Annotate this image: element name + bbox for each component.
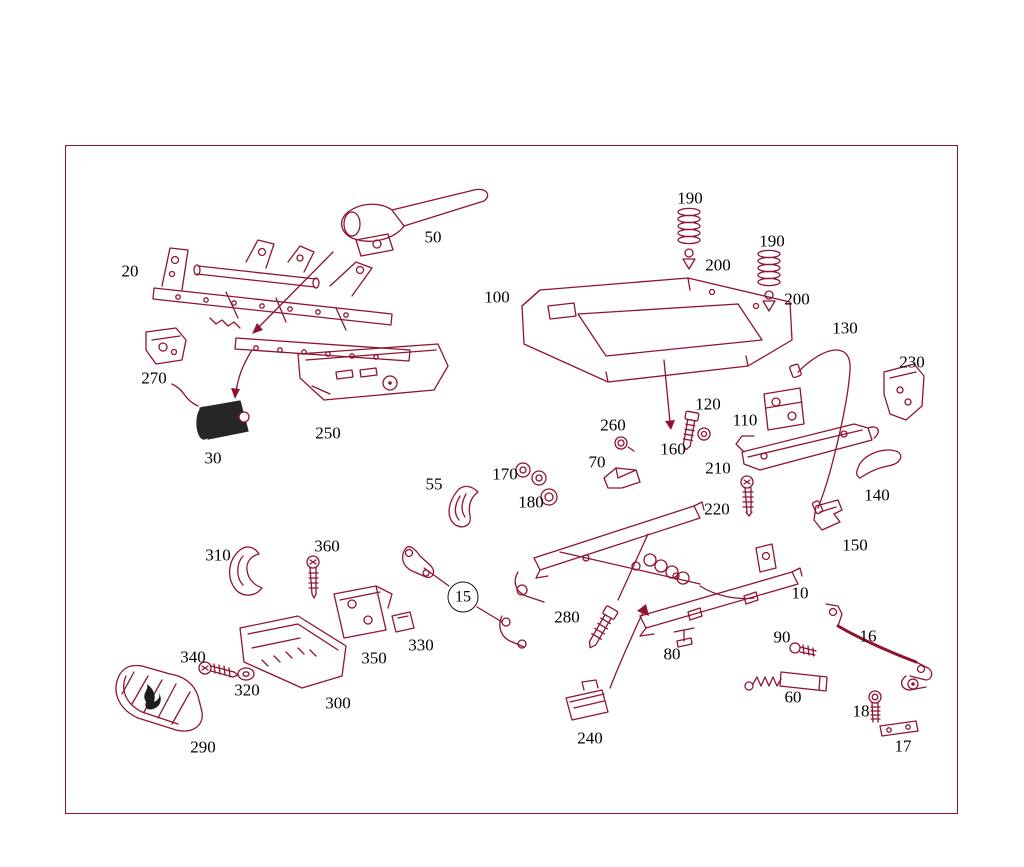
arrow-to-motor: [231, 349, 253, 399]
diagram-border: [65, 145, 958, 814]
part-17-drawing: [879, 720, 919, 737]
part-190-spring-left: [677, 207, 701, 245]
part-200-grommet-right: [762, 290, 776, 312]
flame-icon: [144, 684, 161, 710]
part-220-drawing: [740, 475, 754, 517]
part-18-drawing: [868, 690, 882, 723]
part-20-drawing: [152, 239, 411, 362]
part-260-drawing: [614, 436, 635, 452]
part-350-drawing: [333, 585, 393, 639]
part-170-drawing: [515, 462, 547, 486]
part-290-drawing: [115, 664, 203, 732]
part-55-drawing: [448, 485, 479, 528]
part-280-drawing: [588, 605, 619, 649]
part-90-drawing: [789, 642, 817, 657]
part-16-drawing: [825, 603, 933, 691]
part-190-spring-right: [757, 249, 781, 287]
part-130-drawing: [789, 349, 851, 515]
part-15-linkage-drawing: [401, 546, 527, 649]
part-210-drawing: [735, 423, 879, 471]
part-330-drawing: [391, 611, 415, 633]
part-140-drawing: [856, 449, 902, 479]
part-230-drawing: [883, 363, 925, 421]
part-30-drawing: [171, 383, 250, 440]
part-180-drawing: [540, 488, 558, 506]
part-160-drawing: [697, 427, 711, 441]
part-270-drawing: [145, 327, 187, 365]
part-200-grommet-left: [682, 248, 696, 270]
part-320-drawing: [237, 667, 255, 681]
part-110-drawing: [763, 387, 805, 431]
part-100-drawing: [521, 277, 793, 383]
part-50-drawing: [341, 188, 489, 257]
part-250-drawing: [297, 343, 449, 401]
part-360-drawing: [306, 555, 320, 599]
part-340-drawing: [198, 661, 239, 678]
part-240-drawing: [565, 679, 609, 721]
seat-rail-assembly-drawing: [514, 501, 803, 637]
part-120-drawing: [682, 410, 700, 451]
part-70-drawing: [603, 467, 641, 489]
pointer-line: [252, 251, 334, 334]
part-150-drawing: [813, 499, 843, 531]
part-80-drawing: [673, 627, 695, 648]
arrow-pan-to-bracket: [663, 359, 675, 430]
part-310-drawing: [229, 546, 263, 596]
arrow-to-rail: [609, 604, 649, 689]
part-60-drawing: [744, 671, 828, 692]
part-300-drawing: [239, 615, 347, 689]
